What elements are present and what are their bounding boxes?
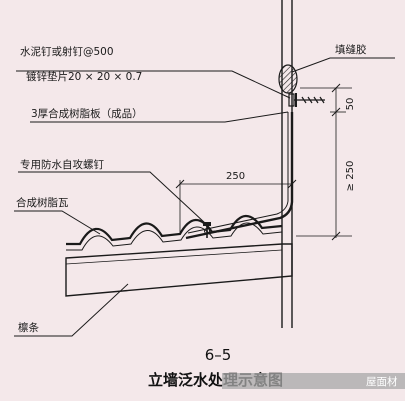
- dim-v-tick-mid: [331, 107, 341, 117]
- dim-v-tick-bot: [331, 231, 341, 241]
- dim-vertical-label: ≥ 250: [345, 161, 356, 192]
- roof-tile: [66, 214, 283, 246]
- watermark-text: 屋面材: [366, 375, 398, 388]
- purlin-inner: [65, 249, 283, 265]
- dim-h-tick-right: [287, 179, 297, 189]
- figure-number: 6–5: [205, 346, 232, 364]
- purlin: [65, 243, 293, 297]
- dim-h-tick-left: [175, 179, 185, 189]
- nail-icon: [294, 96, 325, 104]
- leader-sealant: [291, 57, 395, 73]
- label-tile: 合成树脂瓦: [16, 196, 69, 209]
- watermark-band: [222, 373, 405, 389]
- label-screw: 专用防水自攻螺钉: [20, 158, 104, 171]
- flashing-panel-inner: [187, 112, 289, 234]
- label-sealant: 填缝胶: [335, 43, 367, 56]
- dim-v-tick-top: [331, 83, 341, 93]
- label-purlin: 檩条: [18, 321, 39, 334]
- leader-panel: [30, 111, 289, 123]
- leader-tile: [14, 210, 101, 235]
- leader-nail: [16, 70, 291, 99]
- dim-horizontal-label: 250: [226, 171, 245, 182]
- flashing-panel: [185, 112, 294, 240]
- label-washer: 镀锌垫片20 × 20 × 0.7: [26, 70, 142, 83]
- sealant-bead: [278, 64, 298, 94]
- label-nail: 水泥钉或射钉@500: [20, 45, 114, 58]
- label-panel: 3厚合成树脂板（成品）: [31, 107, 143, 120]
- leader-purlin: [14, 283, 129, 337]
- leader-screw: [18, 171, 206, 224]
- roof-tile-inner: [66, 222, 283, 251]
- dim-top-vertical-label: 50: [345, 98, 356, 111]
